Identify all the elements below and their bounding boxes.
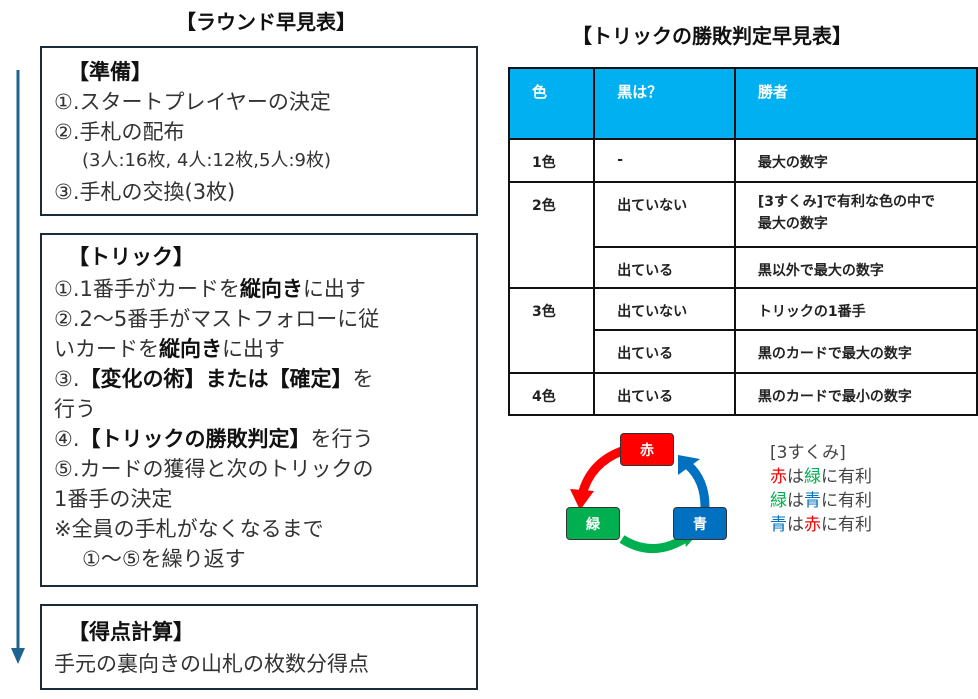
trick-line: ②.2～5番手がマストフォローに従 xyxy=(54,307,380,331)
cell-black: 出ていない xyxy=(593,287,736,331)
header-winner: 勝者 xyxy=(733,67,978,140)
score-heading: 【得点計算】 xyxy=(68,620,194,644)
judge-table: 色 黒は？ 勝者 1色 - 最大の数字 2色 出ていない [3すくみ]で有利な色… xyxy=(507,67,978,416)
legend-line: 赤は緑に有利 xyxy=(770,467,872,487)
trick-line: 行う xyxy=(54,397,96,421)
trick-line: ①～⑤を繰り返す xyxy=(82,547,246,571)
cell-winner: 黒以外で最大の数字 xyxy=(733,246,978,289)
prep-line: ①.スタートプレイヤーの決定 xyxy=(54,90,331,114)
cell-black: - xyxy=(593,138,736,183)
trick-line: 1番手の決定 xyxy=(54,487,173,511)
round-title: 【ラウンド早見表】 xyxy=(176,10,356,34)
trick-line: いカードを縦向きに出す xyxy=(54,337,285,361)
legend-line: 緑は青に有利 xyxy=(770,491,872,511)
cell-winner: トリックの1番手 xyxy=(733,287,978,331)
cell-winner: 黒のカードで最小の数字 xyxy=(733,372,978,416)
trick-heading: 【トリック】 xyxy=(68,245,194,269)
legend-title: [3すくみ] xyxy=(770,443,846,463)
table-row: 2色 出ていない [3すくみ]で有利な色の中で最大の数字 xyxy=(507,181,978,289)
cell-color: 2色 xyxy=(507,181,596,289)
prep-line: (3人:16枚, 4人:12枚,5人:9枚) xyxy=(82,150,332,171)
trick-line: ③.【変化の術】または【確定】を xyxy=(54,367,374,391)
cell-winner: [3すくみ]で有利な色の中で最大の数字 xyxy=(733,181,978,248)
cell-black: 出ている xyxy=(593,329,736,374)
table-row: 3色 出ていない トリックの1番手 xyxy=(507,287,978,374)
flow-arrow-icon xyxy=(11,70,25,664)
trick-box: 【トリック】 ①.1番手がカードを縦向きに出す ②.2～5番手がマストフォローに… xyxy=(40,233,478,587)
trick-line: ④.【トリックの勝敗判定】を行う xyxy=(54,427,374,451)
prep-line: ②.手札の配布 xyxy=(54,120,185,144)
legend-line: 青は赤に有利 xyxy=(770,515,872,535)
score-line: 手元の裏向きの山札の枚数分得点 xyxy=(54,652,369,676)
table-row: 1色 - 最大の数字 xyxy=(507,138,978,183)
header-color: 色 xyxy=(507,67,596,140)
trick-line: ⑤.カードの獲得と次のトリックの xyxy=(54,457,374,481)
trick-line: ※全員の手札がなくなるまで xyxy=(54,517,324,541)
cell-winner: 最大の数字 xyxy=(733,138,978,183)
card-green: 緑 xyxy=(566,507,620,540)
cell-winner: 黒のカードで最大の数字 xyxy=(733,329,978,374)
cell-color: 1色 xyxy=(507,138,596,183)
cell-black: 出ている xyxy=(593,372,736,416)
header-black: 黒は？ xyxy=(593,67,736,140)
trick-line: ①.1番手がカードを縦向きに出す xyxy=(54,277,366,301)
prep-heading: 【準備】 xyxy=(68,60,152,84)
table-row: 出ている 黒のカードで最大の数字 xyxy=(509,329,978,374)
table-row: 4色 出ている 黒のカードで最小の数字 xyxy=(507,372,978,416)
cell-color: 3色 xyxy=(507,287,596,374)
cell-color: 4色 xyxy=(507,372,596,416)
score-box: 【得点計算】 手元の裏向きの山札の枚数分得点 xyxy=(40,604,478,690)
card-red: 赤 xyxy=(620,433,674,466)
cell-black: 出ていない xyxy=(593,181,736,248)
table-row: 出ている 黒以外で最大の数字 xyxy=(509,246,978,289)
prep-box: 【準備】 ①.スタートプレイヤーの決定 ②.手札の配布 (3人:16枚, 4人:… xyxy=(40,46,478,216)
cell-black: 出ている xyxy=(593,246,736,289)
prep-line: ③.手札の交換(3枚) xyxy=(54,180,236,204)
judge-title: 【トリックの勝敗判定早見表】 xyxy=(572,24,852,48)
card-blue: 青 xyxy=(673,507,727,540)
table-header-row: 色 黒は？ 勝者 xyxy=(507,67,978,140)
